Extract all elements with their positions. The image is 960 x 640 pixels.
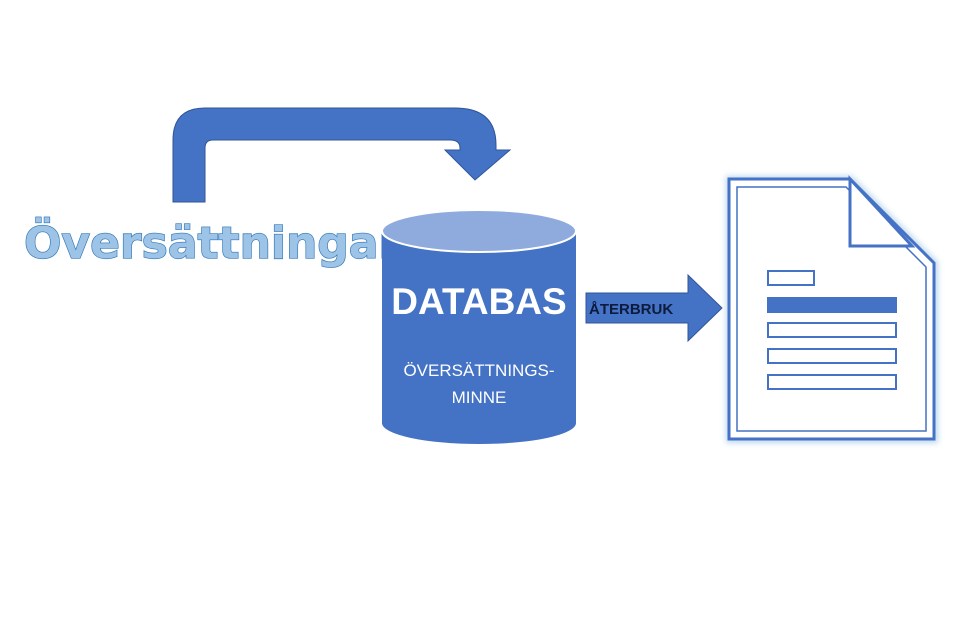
source-label: Översättningar bbox=[24, 216, 400, 269]
document-line-short bbox=[767, 270, 815, 286]
curved-arrow-icon bbox=[172, 107, 512, 203]
document-inner-border bbox=[736, 186, 927, 432]
cylinder-body bbox=[382, 231, 576, 444]
document-line-highlight bbox=[767, 297, 897, 313]
document-icon bbox=[726, 175, 938, 443]
reuse-arrow-label: ÅTERBRUK bbox=[589, 301, 673, 318]
database-subtitle-line1: ÖVERSÄTTNINGS- bbox=[403, 361, 554, 380]
document-fold bbox=[848, 175, 916, 248]
document-line bbox=[767, 322, 897, 338]
document-line bbox=[767, 348, 897, 364]
database-cylinder-icon: DATABAS ÖVERSÄTTNINGS- MINNE bbox=[381, 209, 577, 444]
database-subtitle-line2: MINNE bbox=[452, 388, 507, 407]
document-line bbox=[767, 374, 897, 390]
database-title: DATABAS bbox=[391, 281, 566, 322]
right-arrow-icon: ÅTERBRUK bbox=[585, 273, 723, 343]
cylinder-top bbox=[381, 209, 577, 253]
reuse-arrow-shape bbox=[585, 273, 723, 343]
